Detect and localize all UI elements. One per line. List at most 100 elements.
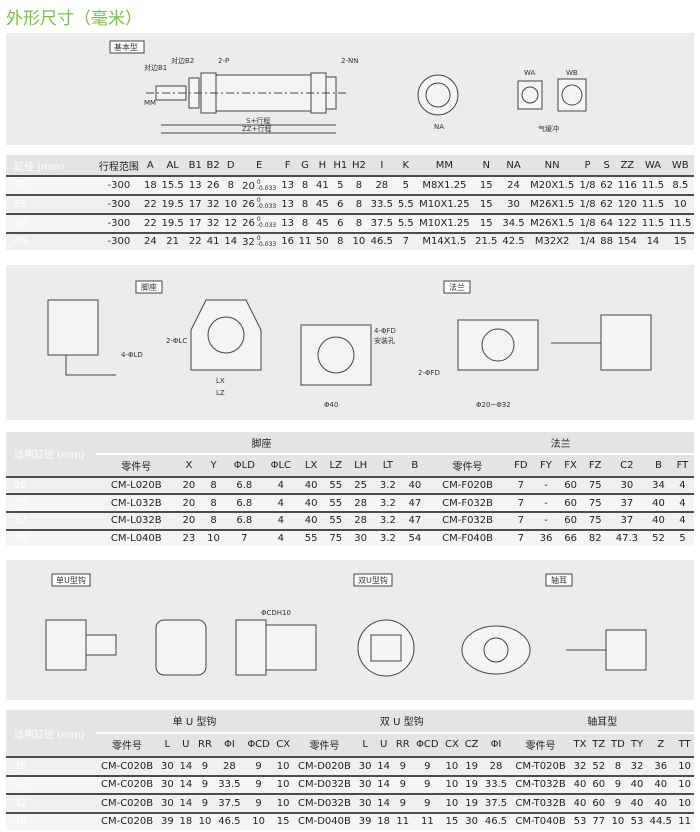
value-cell: 8 bbox=[296, 194, 314, 214]
value-cell: 75 bbox=[582, 475, 608, 495]
value-cell: 77 bbox=[589, 811, 609, 830]
column-header: WA bbox=[639, 155, 667, 177]
value-cell: 6 bbox=[331, 194, 350, 214]
value-cell: 10 bbox=[222, 194, 240, 214]
value-cell: 53 bbox=[627, 811, 647, 830]
value-cell: 40 bbox=[646, 774, 676, 795]
value-cell: 53 bbox=[570, 811, 590, 830]
value-cell: CM-L032B bbox=[96, 493, 177, 513]
value-cell: 75 bbox=[582, 511, 608, 530]
value-cell: 46.5 bbox=[481, 811, 511, 830]
value-cell: CM-T040B bbox=[510, 811, 571, 830]
phi20-32-label: Φ20~Φ32 bbox=[476, 401, 511, 409]
value-cell: 11.5 bbox=[639, 212, 667, 233]
column-header: FY bbox=[533, 453, 559, 477]
value-cell: 40 bbox=[646, 511, 671, 530]
value-cell: 14 bbox=[639, 231, 667, 250]
value-cell: 24 bbox=[141, 231, 160, 250]
value-cell: CM-T020B bbox=[510, 756, 571, 776]
value-cell: 41 bbox=[204, 231, 223, 250]
value-cell: 40 bbox=[298, 511, 324, 530]
column-header: P bbox=[577, 155, 598, 177]
value-cell: - bbox=[533, 493, 559, 513]
value-cell: - bbox=[533, 511, 559, 530]
value-cell: CM-T032B bbox=[510, 774, 571, 795]
column-header: RR bbox=[195, 732, 215, 758]
value-cell: 6.8 bbox=[225, 475, 263, 495]
value-cell: CM-F020B bbox=[427, 475, 508, 495]
value-cell: 62 bbox=[597, 194, 616, 214]
foot-flange-drawing: 脚座 法兰 4-ΦLD 2-ΦLC LX LZ 4-ΦFD 安装孔 Φ40 2-… bbox=[6, 265, 694, 420]
tolerance-upper: 0 bbox=[256, 197, 261, 205]
value-cell: 5 bbox=[670, 528, 694, 546]
value-cell: 19 bbox=[461, 774, 482, 795]
value-cell: 13 bbox=[278, 175, 297, 196]
value-cell: 82 bbox=[582, 528, 608, 546]
column-header: FD bbox=[507, 453, 534, 477]
value-cell: -300 bbox=[96, 231, 142, 250]
column-header: NA bbox=[499, 155, 528, 177]
value-cell: 14 bbox=[374, 756, 393, 776]
column-header: ΦLD bbox=[225, 453, 263, 477]
value-cell: 10 bbox=[608, 811, 628, 830]
value-cell: 4 bbox=[670, 511, 694, 530]
value-cell: 13 bbox=[278, 194, 297, 214]
bore-cell: 25 bbox=[6, 493, 96, 513]
value-cell: 10 bbox=[201, 528, 226, 546]
value-cell: 30 bbox=[355, 774, 375, 795]
value-cell: 60 bbox=[589, 774, 609, 795]
value-cell: 47.3 bbox=[607, 528, 647, 546]
column-header: L bbox=[355, 732, 375, 758]
column-header: NN bbox=[527, 155, 578, 177]
value-cell: 8 bbox=[349, 212, 369, 233]
value-cell: 44.5 bbox=[646, 811, 676, 830]
value-cell: 9 bbox=[243, 756, 274, 776]
value-cell: 37.5 bbox=[214, 793, 244, 813]
column-header: 缸径 (mm) bbox=[6, 155, 96, 177]
lc-label: 2-ΦLC bbox=[166, 337, 187, 345]
value-cell: 22 bbox=[141, 194, 160, 214]
column-header: WB bbox=[666, 155, 694, 177]
bore-cell: 32 bbox=[6, 212, 96, 233]
value-cell: 1/8 bbox=[577, 212, 598, 233]
column-header: 零件号 bbox=[96, 453, 177, 477]
column-header: 零件号 bbox=[293, 732, 356, 758]
value-cell: 7 bbox=[507, 528, 534, 546]
bore-cell: 20 bbox=[6, 175, 96, 196]
value-cell: CM-C020B bbox=[96, 793, 159, 813]
column-header: G bbox=[296, 155, 314, 177]
value-cell: 15 bbox=[442, 811, 462, 830]
value-cell: 23 bbox=[176, 528, 202, 546]
value-cell: 37 bbox=[607, 511, 647, 530]
value-cell: 41 bbox=[313, 175, 332, 196]
tolerance-lower: -0.033 bbox=[256, 222, 277, 230]
value-cell: 37.5 bbox=[368, 212, 396, 233]
value-cell: 22 bbox=[141, 212, 160, 233]
value-cell: 14 bbox=[374, 774, 393, 795]
value-cell: -300 bbox=[96, 212, 142, 233]
value-cell: 75 bbox=[323, 528, 349, 546]
column-header: F bbox=[278, 155, 297, 177]
tolerance: 0-0.033 bbox=[257, 179, 276, 192]
column-header: X bbox=[176, 453, 202, 477]
value-cell: 14 bbox=[176, 793, 196, 813]
value-cell: 1/8 bbox=[577, 194, 598, 214]
value-cell: 20 bbox=[176, 493, 202, 513]
value-cell: 8 bbox=[296, 212, 314, 233]
na-label: NA bbox=[434, 123, 444, 131]
column-header: TY bbox=[627, 732, 647, 758]
value-cell: 25 bbox=[348, 475, 374, 495]
value-cell: 32 bbox=[627, 756, 647, 776]
column-header: 行程范围 bbox=[96, 155, 142, 177]
tolerance-lower: -0.033 bbox=[256, 203, 277, 211]
tolerance: 0-0.033 bbox=[257, 198, 276, 210]
value-cell: 55 bbox=[298, 528, 324, 546]
value-cell: 4 bbox=[262, 493, 299, 513]
value-cell: - bbox=[533, 475, 559, 495]
column-header: LX bbox=[298, 453, 324, 477]
